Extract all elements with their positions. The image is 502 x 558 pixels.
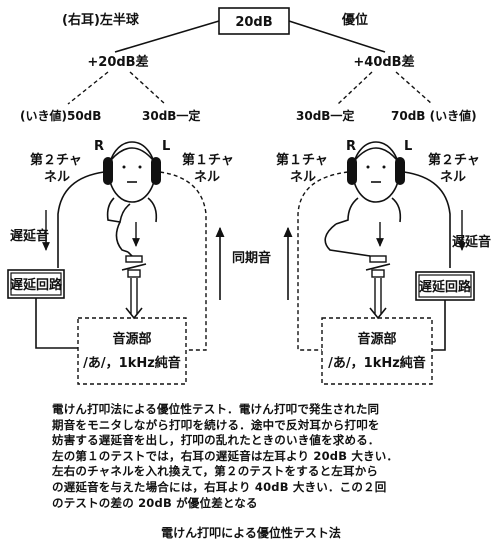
- left-delay-sound: 遅延音: [10, 228, 49, 244]
- left-ch2-wire: [57, 171, 105, 268]
- top-right-label: 優位: [341, 12, 368, 28]
- top-left-label: (右耳)左半球: [62, 12, 140, 28]
- right-source-title: 音源部: [357, 331, 396, 347]
- caption-line: 左の第１のテストでは，右耳の遅延音は左耳より 20dB 大きい．: [52, 448, 399, 463]
- caption-line: の遅延音を与えた場合には，右耳より 40dB 大きい．この２回: [52, 479, 387, 494]
- right-source-box: [321, 317, 433, 385]
- tree-line-right: [288, 20, 386, 53]
- right-head-figure: [335, 141, 405, 225]
- right-delay-to-source: [432, 300, 446, 351]
- right-branch-a: [337, 71, 373, 105]
- right-ch2-wire: [403, 171, 451, 268]
- left-ch1-line1: 第１チャ: [182, 152, 234, 168]
- left-arm: [115, 221, 129, 253]
- right-ch1-wire: [297, 171, 349, 351]
- left-branch-a: [67, 71, 109, 105]
- left-head-figure: [103, 141, 161, 223]
- left-telegraph-key-icon: [121, 255, 147, 278]
- right-threshold-right: 70dB (いき値): [391, 108, 477, 123]
- right-delay-sound: 遅延音: [452, 234, 491, 250]
- right-ear-r: R: [346, 139, 356, 154]
- right-threshold-left: 30dB一定: [296, 108, 354, 123]
- left-ear-r: R: [94, 139, 104, 154]
- right-source-sub: /あ/，1kHz純音: [328, 355, 426, 371]
- right-headphone-right-icon: [347, 157, 357, 185]
- left-threshold-left: (いき値)50dB: [20, 108, 101, 123]
- right-ch1-line2: ネル: [290, 170, 316, 185]
- right-delay-circuit-label: 遅延回路: [419, 279, 472, 295]
- left-setup: R L 第２チャ ネル 第１チャ: [7, 139, 234, 385]
- left-ch1-wire: [159, 171, 207, 351]
- left-source-title: 音源部: [112, 331, 151, 347]
- left-headphone-left-icon: [151, 157, 161, 185]
- tree-line-left: [114, 20, 220, 53]
- top-center-box-label: 20dB: [235, 15, 272, 30]
- right-ear-l: L: [404, 139, 412, 154]
- left-delay-circuit-box: [7, 269, 65, 299]
- left-ear-l: L: [162, 139, 170, 154]
- left-delay-circuit-label: 遅延回路: [10, 277, 63, 293]
- left-ch2-line2: ネル: [44, 170, 70, 185]
- right-diff-label: +40dB差: [353, 54, 414, 70]
- right-telegraph-key-icon: [365, 255, 391, 278]
- figure-title: 電けん打叩による優位性テスト法: [161, 526, 341, 540]
- right-ch2-line1: 第２チャ: [428, 152, 480, 168]
- right-arm: [324, 223, 371, 257]
- right-headphone-left-icon: [395, 157, 405, 185]
- caption-line: 左右のチャネルを入れ換えて，第２のテストをすると左耳から: [52, 464, 379, 479]
- left-threshold-right: 30dB一定: [142, 108, 200, 123]
- left-diff-label: +20dB差: [87, 54, 148, 70]
- left-branch-b: [129, 71, 166, 105]
- left-ch1-line2: ネル: [194, 170, 220, 185]
- caption: 電けん打叩法による優位性テスト．電けん打叩で発生された同 期音をモニタしながら打…: [52, 402, 482, 511]
- right-ch2-line2: ネル: [440, 170, 466, 185]
- caption-line: のテストの差の 20dB が優位差となる: [52, 495, 258, 510]
- caption-line: 電けん打叩法による優位性テスト．電けん打叩で発生された同: [52, 402, 380, 416]
- right-ch1-line1: 第１チャ: [276, 152, 328, 168]
- left-ch2-line1: 第２チャ: [30, 152, 82, 168]
- left-headphone-right-icon: [103, 157, 113, 185]
- right-branch-b: [395, 71, 433, 105]
- caption-line: 妨害する遅延音を出し，打叩の乱れたときのいき値を求める．: [52, 433, 380, 448]
- left-source-box: [77, 317, 187, 385]
- right-setup: R L 第１チャ ネル 第２チャ ネル: [276, 139, 491, 385]
- sync-sound-label: 同期音: [232, 250, 271, 266]
- left-delay-to-source: [35, 298, 78, 349]
- caption-line: 期音をモニタしながら打叩を続ける．途中で反対耳から打叩を: [52, 417, 380, 432]
- left-source-sub: /あ/，1kHz純音: [83, 355, 181, 371]
